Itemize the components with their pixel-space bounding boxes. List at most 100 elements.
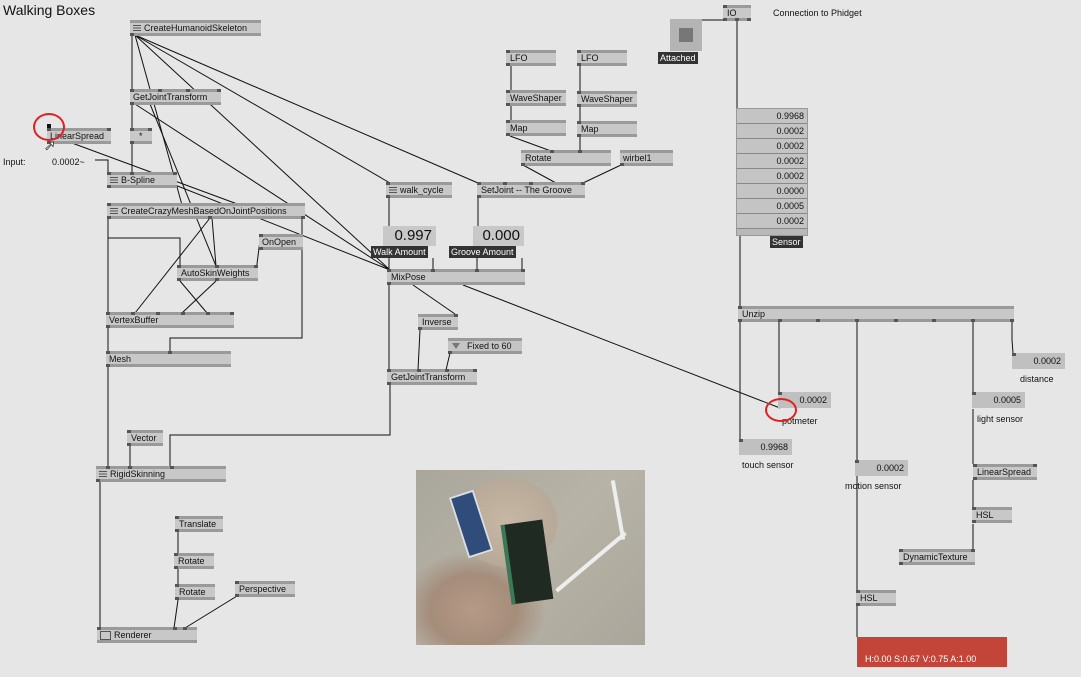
create-crazy-mesh-node[interactable]: CreateCrazyMeshBasedOnJointPositions (107, 203, 305, 219)
output-pin[interactable] (130, 102, 134, 105)
input-pin[interactable] (581, 182, 585, 185)
color-output-swatch[interactable]: H:0.00 S:0.67 V:0.75 A:1.00 (857, 637, 1007, 667)
input-pin[interactable] (217, 89, 221, 92)
walk-cycle-node[interactable]: walk_cycle (386, 182, 452, 198)
inverse-node[interactable]: Inverse (418, 314, 458, 330)
output-pin[interactable] (973, 477, 977, 480)
input-pin[interactable] (130, 89, 134, 92)
output-pin[interactable] (506, 133, 510, 136)
output-pin[interactable] (215, 278, 219, 281)
input-pin[interactable] (107, 128, 111, 131)
input-pin[interactable] (173, 172, 177, 175)
input-pin[interactable] (254, 265, 258, 268)
get-joint-transform-node[interactable]: GetJointTransform (130, 89, 221, 105)
output-pin[interactable] (448, 351, 452, 354)
output-pin[interactable] (972, 520, 976, 523)
mesh-node[interactable]: Mesh (106, 351, 231, 367)
output-pin[interactable] (894, 319, 898, 322)
output-pin[interactable] (106, 364, 110, 367)
output-pin[interactable] (387, 282, 391, 285)
input-pin[interactable] (183, 627, 187, 630)
lfo-node[interactable]: LFO (506, 50, 556, 66)
input-pin[interactable] (177, 265, 181, 268)
input-pin[interactable] (972, 507, 976, 510)
unzip-node[interactable]: Unzip (738, 306, 1014, 322)
input-pin[interactable] (107, 203, 111, 206)
input-pin[interactable] (506, 90, 510, 93)
sensor-value[interactable]: 0.0000 (737, 184, 807, 199)
set-joint-node[interactable]: SetJoint -- The Groove (477, 182, 585, 198)
output-pin[interactable] (577, 63, 581, 66)
input-pin[interactable] (235, 581, 239, 584)
input-pin[interactable] (170, 466, 174, 469)
output-pin[interactable] (47, 141, 51, 144)
output-pin[interactable] (127, 443, 131, 446)
output-pin[interactable] (855, 319, 859, 322)
io-node[interactable]: IO (723, 5, 751, 21)
output-pin[interactable] (506, 103, 510, 106)
input-pin[interactable] (387, 369, 391, 372)
output-pin[interactable] (96, 479, 100, 482)
create-humanoid-skeleton-node[interactable]: CreateHumanoidSkeleton (130, 20, 261, 36)
input-pin[interactable] (778, 392, 782, 395)
input-pin[interactable] (899, 549, 903, 552)
sensor-value[interactable]: 0.0002 (737, 124, 807, 139)
output-pin[interactable] (932, 319, 936, 322)
vector-node[interactable]: Vector (127, 430, 163, 446)
rotate-groove-node[interactable]: Rotate (521, 150, 611, 166)
input-pin[interactable] (158, 89, 162, 92)
multiply-node[interactable]: * (130, 128, 152, 144)
input-pin[interactable] (127, 430, 131, 433)
input-pin[interactable] (186, 89, 190, 92)
input-pin[interactable] (106, 466, 110, 469)
input-pin[interactable] (230, 312, 234, 315)
input-pin[interactable] (97, 627, 101, 630)
waveshaper-node-2[interactable]: WaveShaper (577, 91, 637, 107)
output-pin[interactable] (130, 141, 134, 144)
sensor-value[interactable]: 0.0002 (737, 154, 807, 169)
b-spline-node[interactable]: B-Spline (107, 172, 177, 188)
output-pin[interactable] (723, 18, 727, 21)
mix-pose-node[interactable]: MixPose (387, 269, 525, 285)
output-pin[interactable] (971, 319, 975, 322)
output-pin[interactable] (301, 216, 305, 219)
output-pin[interactable] (130, 33, 134, 36)
output-pin[interactable] (106, 325, 110, 328)
input-pin[interactable] (156, 312, 160, 315)
input-pin[interactable] (477, 182, 481, 185)
input-pin[interactable] (47, 128, 51, 131)
input-pin[interactable] (529, 182, 533, 185)
input-pin[interactable] (503, 182, 507, 185)
input-pin[interactable] (973, 464, 977, 467)
hsl-node-2[interactable]: HSL (856, 590, 896, 606)
output-pin[interactable] (259, 247, 263, 250)
input-pin[interactable] (417, 369, 421, 372)
input-pin[interactable] (128, 466, 132, 469)
output-pin[interactable] (577, 134, 581, 137)
input-pin[interactable] (1012, 353, 1016, 356)
input-value[interactable]: 0.0002~ (52, 157, 85, 167)
input-pin[interactable] (445, 369, 449, 372)
input-pin[interactable] (454, 314, 458, 317)
sensor-value[interactable]: 0.9968 (737, 109, 807, 124)
attached-toggle[interactable] (670, 19, 702, 51)
motion-sensor-value[interactable]: 0.0002 (855, 460, 908, 476)
input-pin[interactable] (259, 234, 263, 237)
input-pin[interactable] (506, 120, 510, 123)
output-pin[interactable] (387, 382, 391, 385)
sensor-value[interactable]: 0.0002 (737, 169, 807, 184)
input-pin[interactable] (131, 312, 135, 315)
distance-value[interactable]: 0.0002 (1012, 353, 1065, 369)
input-pin[interactable] (577, 121, 581, 124)
get-joint-transform-node-2[interactable]: GetJointTransform (387, 369, 477, 385)
sensor-spread-table[interactable]: 0.9968 0.0002 0.0002 0.0002 0.0002 0.000… (736, 108, 808, 236)
output-pin[interactable] (175, 597, 179, 600)
input-pin[interactable] (972, 392, 976, 395)
output-pin[interactable] (477, 195, 481, 198)
output-pin[interactable] (174, 566, 178, 569)
input-pin[interactable] (550, 150, 554, 153)
sensor-value[interactable]: 0.0002 (737, 139, 807, 154)
output-pin[interactable] (856, 603, 860, 606)
input-pin[interactable] (506, 50, 510, 53)
touch-sensor-value[interactable]: 0.9968 (739, 439, 792, 455)
